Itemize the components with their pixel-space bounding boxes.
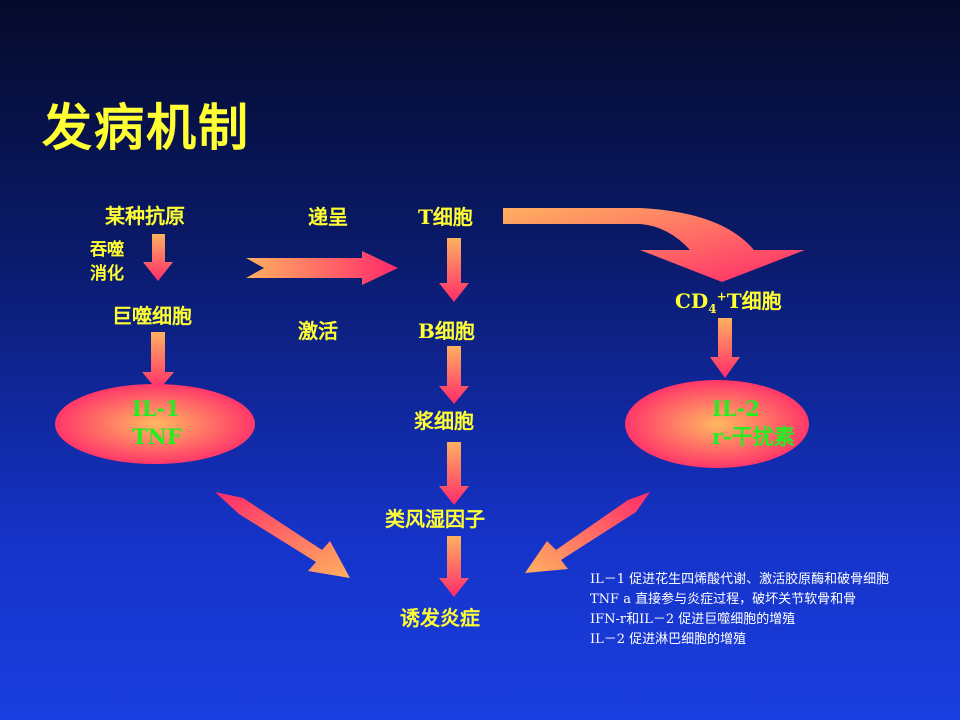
cd4-superscript: + <box>716 289 727 304</box>
ellipse-right-line-2: r-干扰素 <box>712 424 795 449</box>
cd4-subscript: 4 <box>708 302 717 316</box>
label-macrophage: 巨噬细胞 <box>112 304 192 328</box>
label-plasma-cell: 浆细胞 <box>414 409 474 433</box>
label-phagocytose-1: 吞噬 <box>90 240 124 260</box>
ellipse-left-line-2: TNF <box>132 424 182 449</box>
ellipse-left-line-1: IL-1 <box>132 396 180 421</box>
label-b-cell: B细胞 <box>418 319 475 343</box>
label-activate: 激活 <box>298 319 338 343</box>
arrow-plasma-to-rf <box>439 442 469 505</box>
arrow-present-to-tcell <box>246 251 398 285</box>
cd4-prefix: CD <box>675 289 709 313</box>
note-line: IL－2 促进淋巴细胞的增殖 <box>590 632 747 647</box>
notes-block: IL－1 促进花生四烯酸代谢、激活胶原酶和破骨细胞 TNF a 直接参与炎症过程… <box>590 570 935 650</box>
arrow-tcell-to-cd4-curved <box>503 208 805 282</box>
arrow-bcell-to-plasma <box>439 346 469 404</box>
note-line: TNF a 直接参与炎症过程，破坏关节软骨和骨 <box>590 592 857 607</box>
arrow-tcell-to-bcell <box>439 238 469 302</box>
label-present: 递呈 <box>308 205 348 229</box>
arrow-cd4-to-il2 <box>710 318 740 378</box>
note-line: IFN-r和IL－2 促进巨噬细胞的增殖 <box>590 612 796 627</box>
cd4-suffix: T细胞 <box>726 289 782 313</box>
ellipse-il1-tnf <box>55 384 255 464</box>
note-line: IL－1 促进花生四烯酸代谢、激活胶原酶和破骨细胞 <box>590 572 890 587</box>
arrow-rf-to-inflammation <box>439 536 469 597</box>
label-t-cell: T细胞 <box>418 205 473 229</box>
arrow-il2-to-inflammation <box>525 492 650 573</box>
label-inflammation: 诱发炎症 <box>400 606 480 630</box>
ellipse-il2-ifn <box>625 380 809 468</box>
arrow-il1-to-inflammation <box>215 492 350 578</box>
label-cd4-t-cell: CD4+T细胞 <box>675 285 782 316</box>
page-title: 发病机制 <box>42 99 250 157</box>
label-rheumatoid-factor: 类风湿因子 <box>385 507 485 531</box>
ellipse-right-line-1: IL-2 <box>712 396 760 421</box>
label-antigen: 某种抗原 <box>105 204 185 228</box>
arrow-antigen-to-macrophage <box>143 234 173 281</box>
label-phagocytose-2: 消化 <box>90 264 124 284</box>
arrow-macrophage-to-il1 <box>142 332 174 391</box>
